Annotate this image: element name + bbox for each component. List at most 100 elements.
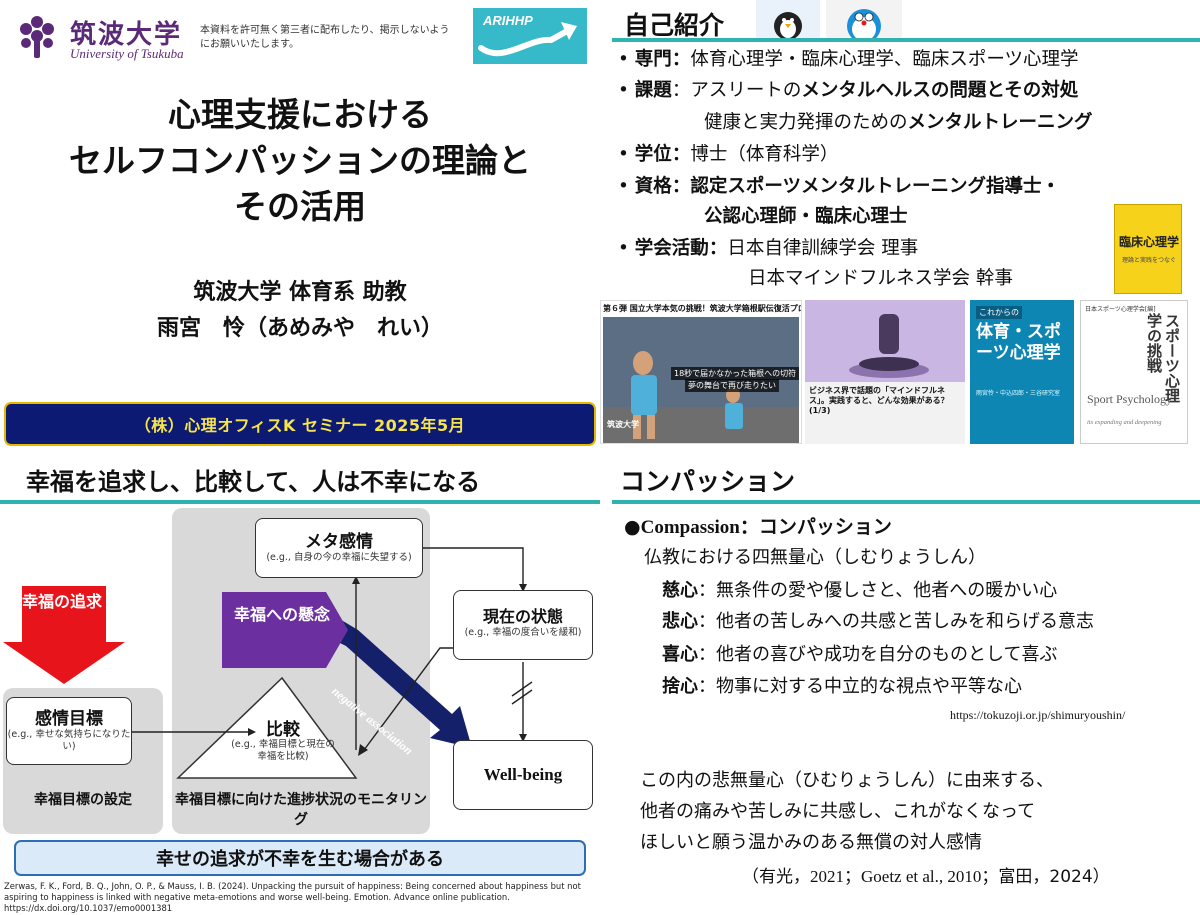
compare-title: 比較 [266,720,300,740]
arihhp-logo-icon: ARIHHP [473,8,587,64]
virtue-item: 捨心：物事に対する中立的な視点や平等な心 [662,676,1022,697]
refs-open: （有光， [742,867,810,887]
diagram-shapes [3,547,533,779]
intro-row-societies: • 学会活動：日本自律訓練学会 理事 [618,238,919,259]
university-name-jp: 筑波大学 [70,20,183,50]
presenter-name: 雨宮 怜（あめみや れい） [156,316,443,341]
arihhp-logo-text: ARIHHP [483,13,533,28]
news-article-image: 第６弾 国立大学本気の挑戦！筑波大学箱根駅伝復活プロジェ 18秒で届かなかった箱… [600,300,802,444]
book-cover-subtitle: 理論と実践をつなぐ [1121,257,1176,264]
title-line: セルフコンパッションの理論と [69,141,531,180]
seminar-banner: （株）心理オフィスK セミナー 2025年5月 [4,402,596,446]
intro-row-specialty: • 専門：体育心理学・臨床心理学、臨床スポーツ心理学 [618,49,1079,70]
pursuit-arrow-shape [3,586,125,684]
references: （有光，2021；Goetz et al., 2010；富田，2024） [742,862,1110,887]
intro-row-degree: • 学位：博士（体育科学） [618,144,839,165]
conclusion-banner: 幸せの追求が不幸を生む場合がある [14,840,586,876]
wellbeing-title: Well-being [483,765,563,784]
book-authors: 雨宮怜・中込四郎・三谷研究室 [976,390,1061,397]
university-name-en: University of Tsukuba [70,46,184,61]
intro-value: 日本マインドフルネス学会 幹事 [748,268,1013,289]
current-state-title: 現在の状態 [482,607,563,626]
presentation-title: 心理支援における セルフコンパッションの理論と その活用 [0,92,600,230]
refs-close: 富田，2024） [998,867,1110,887]
self-intro-heading: 自己紹介 [624,11,725,40]
virtue-name: 喜心 [662,644,698,665]
news-caption: 夢の舞台で再び走りたい [685,379,779,392]
news-headline: 第６弾 国立大学本気の挑戦！筑波大学箱根駅伝復活プロジェ [603,304,802,313]
distribution-notice: 本資料を許可無く第三者に配布したり、掲示しないようにお願いいたします。 [200,25,450,50]
seminar-text: （株）心理オフィスK セミナー 2025年5月 [134,416,466,435]
intro-label: 専門 [634,49,672,70]
doraemon-mascot-icon [826,0,902,40]
compassion-definition: ●Compassion：コンパッション [624,516,892,538]
title-line: 心理支援における [168,95,432,134]
virtue-desc: 他者の喜びや成功を自分のものとして喜ぶ [716,644,1058,665]
intro-row-qualification: • 資格：認定スポーツメンタルトレーニング指導士・ [618,176,1060,197]
pursuit-label: 幸福の追求 [21,592,102,611]
intro-value: アスリートの [690,80,802,101]
virtue-name: 捨心 [662,676,698,697]
meta-emotion-example: (e.g., 自身の今の幸福に失望する) [266,552,412,563]
mindfulness-article-image: ビジネス界で話題の「マインドフルネス」。実践すると、どんな効果がある？(1/3) [805,300,965,444]
intro-value: 公認心理師・臨床心理士 [704,206,908,227]
intro-row-topics-cont: 健康と実力発揮のためのメンタルトレーニング [704,111,1093,135]
book-publisher: 日本スポーツ心理学会[編] [1085,306,1156,313]
intro-value: 日本自律訓練学会 理事 [727,238,919,259]
diagram-heading: 幸福を追求し、比較して、人は不幸になる [26,468,481,496]
karuna-line: 他者の痛みや苦しみに共感し、これがなくなって [640,801,1036,822]
concern-shape [222,592,348,668]
intro-value-emphasis: メンタルヘルスの問題とその対処 [801,80,1079,101]
university-crest-icon [20,16,54,58]
emotion-goal-example: (e.g., 幸せな気持ちになりたい) [7,729,131,752]
current-state-example: (e.g., 幸福の度合いを緩和) [464,627,582,638]
buddhism-line: 仏教における四無量心（しむりょうしん） [644,547,986,568]
compassion-jp: コンパッション [758,516,892,538]
negative-association-arrow [326,618,472,748]
virtue-item: 慈心：無条件の愛や優しさと、他者への暖かい心 [662,580,1058,601]
affiliation: 筑波大学 体育系 助教 [193,280,407,305]
wellbeing-box: Well-being [453,740,593,810]
meditation-photo [805,300,965,382]
intro-label: 課題 [634,80,672,101]
monitoring-label: 幸福目標に向けた進捗状況のモニタリング [175,792,427,828]
comparison-triangle [176,676,358,779]
virtue-item: 悲心：他者の苦しみへの共感と苦しみを和らげる意志 [662,611,1094,632]
emotion-goal-title: 感情目標 [35,709,103,729]
intro-label: 資格 [634,176,672,197]
compassion-heading: コンパッション [620,467,796,496]
concern-label: 幸福への懸念 [234,605,331,624]
goal-setting-label: 幸福目標の設定 [34,792,132,808]
meta-emotion-title: メタ感情 [305,532,373,552]
intro-label: 学位 [634,144,672,165]
intro-value: 博士（体育科学） [690,144,839,165]
refs-mid: 2021；Goetz et al., 2010； [810,867,999,886]
virtue-desc: 無条件の愛や優しさと、他者への暖かい心 [716,580,1058,601]
heading-divider [612,500,1200,504]
intro-row-qualification-cont: 公認心理師・臨床心理士 [704,205,908,229]
book-title-en: Sport Psychology [1087,392,1173,406]
meta-emotion-box: メタ感情 (e.g., 自身の今の幸福に失望する) [255,518,423,578]
heading-divider [0,500,600,504]
current-state-box: 現在の状態 (e.g., 幸福の度合いを緩和) [453,590,593,660]
karuna-line: この内の悲無量心（ひむりょうしん）に由来する、 [640,770,1054,791]
source-url: https://tokuzoji.or.jp/shimuryoushin/ [950,708,1126,722]
intro-value: 健康と実力発揮のための [704,112,908,133]
compare-example: (e.g., 幸福目標と現在の幸福を比較) [231,739,335,762]
virtue-name: 慈心 [662,580,698,601]
book-subtitle-en: its expanding and deepening [1087,419,1162,426]
news-logo: 筑波大学 [607,420,639,429]
intro-value-emphasis: メンタルトレーニング [907,112,1093,133]
book-tag: これからの [976,306,1022,319]
mindfulness-caption: ビジネス界で話題の「マインドフルネス」。実践すると、どんな効果がある？(1/3) [809,386,949,415]
virtue-item: 喜心：他者の喜びや成功を自分のものとして喜ぶ [662,644,1058,665]
sport-psychology-book-cover: これからの 体育・スポーツ心理学 雨宮怜・中込四郎・三谷研究室 [970,300,1074,444]
virtue-name: 悲心 [662,611,698,632]
clinical-psychology-book-cover: 臨床心理学 理論と実践をつなぐ [1114,204,1182,294]
book-title: 体育・スポーツ心理学 [976,322,1061,363]
intro-row-topics: • 課題：アスリートのメンタルヘルスの問題とその対処 [618,80,1079,101]
book-cover-title: 臨床心理学 [1119,235,1180,249]
intro-label: 学会活動 [634,238,709,259]
compassion-en: Compassion [640,517,740,538]
virtue-desc: 他者の苦しみへの共感と苦しみを和らげる意志 [716,611,1094,632]
